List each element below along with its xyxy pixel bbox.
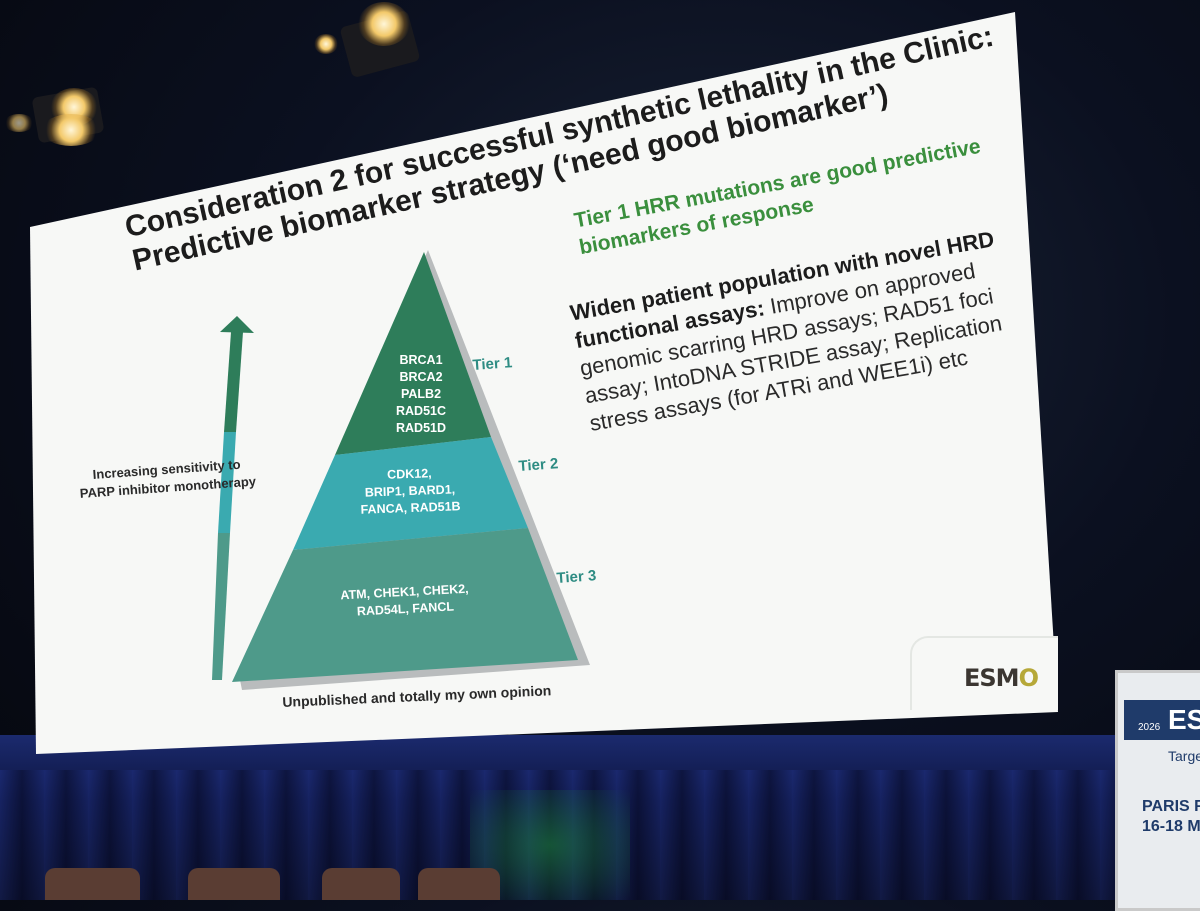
stage-light	[42, 114, 100, 146]
audience-seat	[322, 868, 400, 900]
esmo-logo: ESMO	[964, 664, 1039, 692]
esmo-logo-text: ESM	[964, 664, 1020, 692]
stage-light	[314, 34, 338, 54]
tier-1-genes: BRCA1 BRCA2 PALB2 RAD51C RAD51D	[386, 352, 456, 437]
logo-corner-box	[910, 636, 1058, 710]
gene-label: RAD51C	[395, 404, 446, 418]
gene-label: BRCA1	[399, 353, 443, 367]
gene-label: BRCA2	[399, 370, 443, 384]
sensitivity-arrow-shaft-bottom	[212, 533, 230, 680]
banner-year: 2026	[1138, 722, 1161, 733]
banner-line-2: PARIS F	[1142, 798, 1200, 815]
stage-light	[4, 114, 34, 132]
tier-2-label: Tier 2	[518, 455, 559, 475]
tier-2-band	[293, 437, 528, 550]
esmo-logo-o: O	[1018, 664, 1039, 692]
sensitivity-arrow-shaft-top	[224, 332, 243, 432]
audience-seat	[45, 868, 140, 900]
sensitivity-arrow-head	[220, 316, 254, 333]
tier-1-label: Tier 1	[472, 354, 513, 374]
stage-light	[358, 2, 410, 46]
event-banner-header	[1124, 700, 1200, 740]
banner-brand: ES	[1168, 704, 1200, 735]
sensitivity-arrow-shaft-middle	[218, 432, 236, 533]
banner-line-1: Targe	[1168, 748, 1200, 764]
audience-seat	[188, 868, 280, 900]
gene-label: RAD51D	[395, 421, 446, 435]
tier-2-genes: CDK12, BRIP1, BARD1, FANCA, RAD51B	[349, 464, 471, 519]
gene-label: PALB2	[400, 387, 442, 401]
banner-line-3: 16-18 M	[1142, 818, 1200, 835]
tier-3-band	[232, 528, 578, 682]
tier-1-band	[335, 252, 491, 455]
tier-3-label: Tier 3	[556, 567, 597, 587]
audience-seat	[418, 868, 500, 900]
